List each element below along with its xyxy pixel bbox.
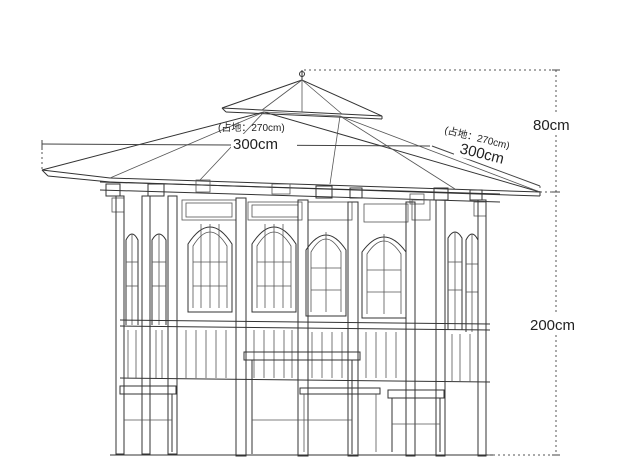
transom-panels — [111, 197, 487, 223]
top-roof — [221, 70, 383, 120]
furniture — [119, 351, 445, 454]
eave-band — [99, 179, 501, 205]
dimension-lines — [41, 69, 560, 456]
body-height-label: 200cm — [530, 317, 575, 334]
windows — [125, 224, 479, 332]
footprint-front-label: (占地：270cm) — [218, 121, 285, 134]
lower-railing — [119, 319, 491, 383]
width-front-label: 300cm — [233, 136, 278, 153]
roof-height-label: 80cm — [533, 117, 570, 134]
